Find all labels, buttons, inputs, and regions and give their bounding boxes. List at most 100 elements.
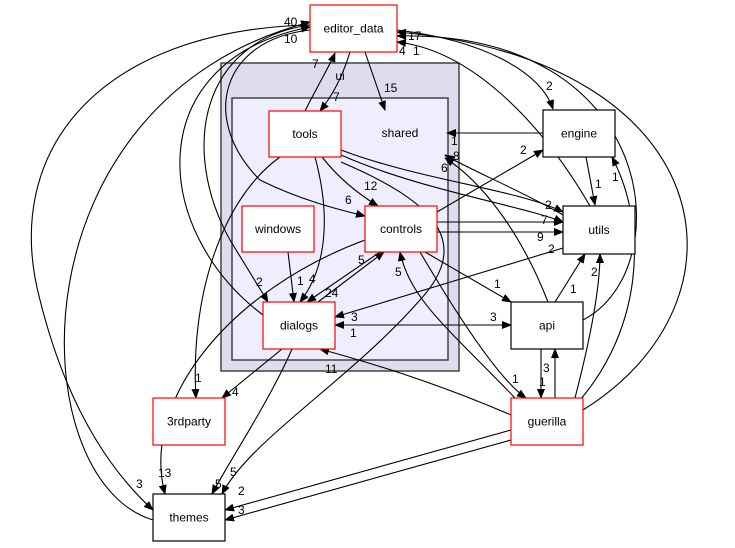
edge-label[interactable]: 1 <box>413 44 420 58</box>
edge-label[interactable]: 3 <box>351 310 358 324</box>
edge-label[interactable]: 9 <box>537 230 544 244</box>
edge-label[interactable]: 1 <box>539 375 546 389</box>
edge-label[interactable]: 2 <box>520 143 527 157</box>
edge-tools-to-dialogs[interactable] <box>299 156 325 303</box>
edge-label[interactable]: 12 <box>364 179 378 193</box>
edge-api-to-utils[interactable] <box>554 253 586 303</box>
edge-label[interactable]: 2 <box>256 275 263 289</box>
edge-label[interactable]: 11 <box>325 362 338 376</box>
edge-label[interactable]: 40 <box>284 15 298 29</box>
edge-label[interactable]: 1 <box>570 282 577 296</box>
node-box[interactable] <box>510 397 584 446</box>
edge-guerilla-to-controls[interactable] <box>397 251 516 399</box>
edge-label[interactable]: 1 <box>494 277 501 291</box>
node-box[interactable] <box>542 109 616 158</box>
edge-tools-to-themes[interactable] <box>221 161 445 495</box>
node-box[interactable] <box>262 301 336 350</box>
edge-label[interactable]: 3 <box>543 361 550 375</box>
edge-dialogs-to-3rdparty[interactable] <box>221 348 283 399</box>
edge-guerilla-to-engine[interactable] <box>579 156 635 401</box>
edge-label[interactable]: 1 <box>350 326 357 340</box>
edge-controls-to-engine[interactable] <box>436 149 544 213</box>
edge-label[interactable]: 13 <box>158 466 172 480</box>
edge-guerilla-to-themes[interactable] <box>224 429 512 512</box>
node-box[interactable] <box>364 205 438 253</box>
edge-label[interactable]: 1 <box>595 177 602 191</box>
edge-label[interactable]: 2 <box>545 198 552 212</box>
node-tools[interactable]: tools <box>268 110 342 158</box>
edge-engine-to-utils[interactable] <box>585 156 598 206</box>
edge-label[interactable]: 1 <box>195 371 202 385</box>
edge-utils-to-editor_data[interactable] <box>396 39 591 207</box>
edge-tools-to-controls[interactable] <box>321 156 379 207</box>
edge-editor_data-to-controls[interactable] <box>225 29 366 218</box>
edge-editor_data-to-tools[interactable] <box>319 51 351 112</box>
edge-themes-to-guerilla[interactable] <box>224 439 512 522</box>
edge-label[interactable]: 7 <box>312 57 319 71</box>
edge-label[interactable]: 7 <box>333 90 340 104</box>
edge-label[interactable]: 2 <box>548 242 555 256</box>
edge-label[interactable]: 1 <box>297 274 304 288</box>
edge-tools-to-editor_data[interactable] <box>304 52 336 112</box>
edge-windows-to-dialogs[interactable] <box>287 251 297 303</box>
edge-tools-to-utils[interactable] <box>340 149 564 213</box>
edge-label[interactable]: 5 <box>395 265 402 279</box>
edge-editor_data-to-shared[interactable] <box>364 51 386 111</box>
edge-label[interactable]: 4 <box>232 385 239 399</box>
edge-guerilla-to-editor_data[interactable] <box>396 28 688 411</box>
edge-label[interactable]: 2 <box>591 265 598 279</box>
node-api[interactable]: api <box>510 301 584 350</box>
edge-label[interactable]: 3 <box>238 503 245 517</box>
edge-label[interactable]: 3 <box>490 310 497 324</box>
edge-utils-to-dialogs[interactable] <box>334 247 564 319</box>
node-controls[interactable]: controls <box>364 205 438 253</box>
edge-label[interactable]: 6 <box>345 193 352 207</box>
edge-label[interactable]: 1 <box>612 170 619 184</box>
edge-guerilla-to-dialogs[interactable] <box>319 347 512 416</box>
edge-label[interactable]: 1 <box>451 134 458 148</box>
edge-tools-to-utils[interactable] <box>340 154 564 223</box>
node-dialogs[interactable]: dialogs <box>262 301 336 350</box>
node-box[interactable] <box>241 205 315 253</box>
node-3rdparty[interactable]: 3rdparty <box>152 397 226 446</box>
edge-label[interactable]: 15 <box>384 81 398 95</box>
edge-editor_data-to-dialogs[interactable] <box>203 24 311 303</box>
edge-label[interactable]: 1 <box>512 372 519 386</box>
node-box[interactable] <box>309 4 398 53</box>
node-editor_data[interactable]: editor_data <box>309 4 398 53</box>
edge-guerilla-to-utils[interactable] <box>574 253 604 399</box>
node-box[interactable] <box>268 110 342 158</box>
node-engine[interactable]: engine <box>542 109 616 158</box>
edge-label[interactable]: 4 <box>399 44 406 58</box>
node-themes[interactable]: themes <box>152 493 226 542</box>
node-box[interactable] <box>510 301 584 350</box>
edge-dialogs-to-controls[interactable] <box>317 251 385 303</box>
node-utils[interactable]: utils <box>562 205 636 255</box>
node-windows[interactable]: windows <box>241 205 315 253</box>
edge-editor_data-to-engine[interactable] <box>396 29 554 110</box>
edge-dialogs-to-editor_data[interactable] <box>179 24 311 316</box>
edge-label[interactable]: 2 <box>546 79 553 93</box>
edge-controls-to-guerilla[interactable] <box>419 251 527 399</box>
edge-label[interactable]: 2 <box>238 484 245 498</box>
edge-controls-to-dialogs[interactable] <box>306 251 381 303</box>
edge-controls-to-themes[interactable] <box>158 239 366 495</box>
edge-label[interactable]: 3 <box>136 477 143 491</box>
edge-label[interactable]: 4 <box>309 272 316 286</box>
edge-api-to-editor_data[interactable] <box>396 31 637 321</box>
edge-label[interactable]: 17 <box>408 29 422 43</box>
edge-label[interactable]: 5 <box>215 477 222 491</box>
edge-label[interactable]: 10 <box>284 32 298 46</box>
edge-dialogs-to-themes[interactable] <box>211 348 293 495</box>
edge-themes-to-editor_data[interactable] <box>63 20 311 521</box>
edge-label[interactable]: 7 <box>541 213 548 227</box>
edge-editor_data-to-themes[interactable] <box>30 24 311 511</box>
edge-label[interactable]: 5 <box>358 253 365 267</box>
node-box[interactable] <box>562 205 636 255</box>
edge-api-to-shared[interactable] <box>444 157 549 303</box>
edge-label[interactable]: 8 <box>453 149 460 163</box>
edge-label[interactable]: 24 <box>325 286 339 300</box>
edge-label[interactable]: 5 <box>230 465 237 479</box>
node-box[interactable] <box>152 493 226 542</box>
node-box[interactable] <box>152 397 226 446</box>
